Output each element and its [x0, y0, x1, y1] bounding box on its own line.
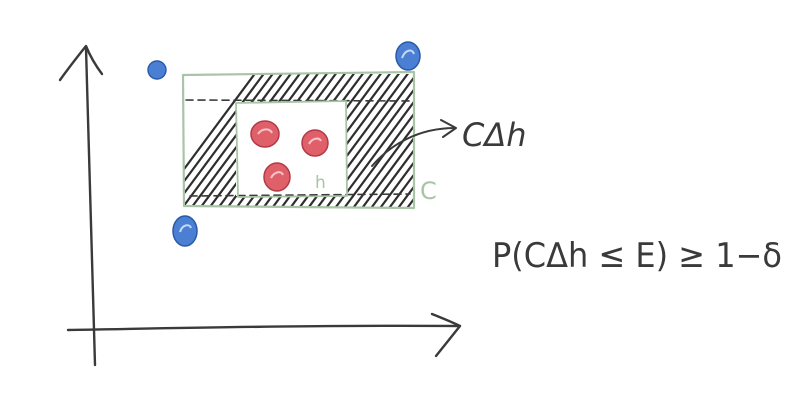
pointer-arrow — [371, 127, 456, 167]
hatch-stroke — [184, 74, 285, 207]
x-axis — [66, 324, 460, 332]
y-axis-arrowhead — [58, 44, 104, 82]
positive-point — [301, 129, 329, 157]
hatch-stroke — [184, 74, 276, 207]
hypothesis-label: h — [315, 173, 326, 193]
positive-examples — [250, 120, 329, 192]
hatch-stroke — [346, 74, 413, 207]
hatch-stroke — [184, 74, 294, 207]
hypothesis-rectangle — [235, 100, 348, 198]
dashed-top-line — [185, 99, 413, 102]
hatch-stroke — [364, 74, 413, 207]
hatch-stroke — [184, 74, 267, 207]
pac-bound-formula: P(CΔh ≤ E) ≥ 1−δ — [492, 236, 782, 276]
negative-point — [147, 60, 167, 80]
positive-point — [263, 162, 291, 192]
axes — [58, 44, 462, 367]
negative-point — [172, 215, 198, 247]
symmetric-difference-label: CΔh — [462, 116, 527, 154]
x-axis-arrowhead — [430, 312, 462, 358]
negative-point — [395, 41, 421, 71]
concept-rectangle — [181, 70, 416, 210]
hatch-stroke — [391, 74, 413, 207]
y-axis — [84, 46, 97, 367]
pointer-arrowhead — [440, 119, 457, 138]
dashed-bottom-line — [189, 193, 411, 197]
positive-point — [250, 120, 280, 148]
hatch-stroke — [328, 74, 413, 207]
hatch-stroke — [382, 74, 413, 207]
hatch-stroke — [355, 74, 413, 207]
concept-label: C — [420, 177, 437, 205]
hatch-stroke — [184, 74, 303, 207]
hatch-stroke — [373, 74, 413, 207]
hatch-stroke — [337, 74, 413, 207]
negative-examples — [147, 41, 421, 247]
